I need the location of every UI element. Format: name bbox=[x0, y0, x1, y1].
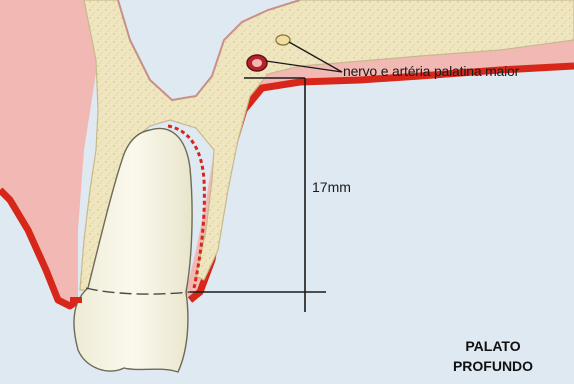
nerve-artery-label: nervo e artéria palatina maior bbox=[343, 63, 519, 79]
title-line-1: PALATO bbox=[438, 336, 548, 356]
measurement-label: 17mm bbox=[312, 179, 351, 195]
diagram-title: PALATO PROFUNDO bbox=[438, 336, 548, 376]
title-line-2: PROFUNDO bbox=[438, 356, 548, 376]
